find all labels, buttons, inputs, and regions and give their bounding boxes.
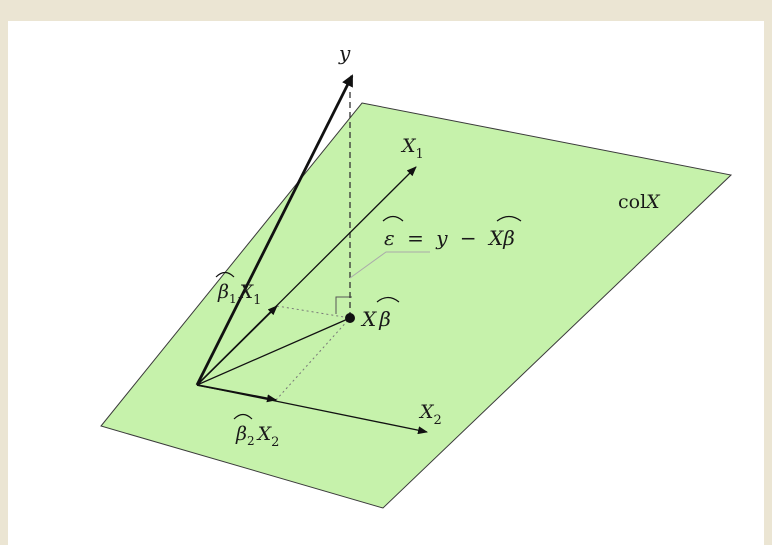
projection-guide-x1 — [276, 305, 351, 319]
svg-text:ε = y −: ε = y − Xβ — [384, 226, 515, 250]
fitted-point — [345, 313, 355, 323]
residual-equation: ε = y − Xβ — [382, 215, 522, 250]
beta2-hat — [233, 413, 253, 420]
y-vector — [195, 74, 354, 386]
residual-hat-beta — [496, 215, 522, 222]
fitted-hat — [376, 296, 400, 303]
svg-text:Xβ: Xβ — [360, 307, 391, 331]
residual-hat-epsilon — [382, 215, 404, 222]
x1-label: X1 — [400, 135, 424, 162]
plane-label: colX — [618, 191, 661, 213]
y-label: y — [338, 41, 351, 65]
residual-callout-line — [349, 251, 430, 279]
fitted-vector — [196, 317, 351, 386]
beta1-hat — [215, 271, 235, 278]
projection-guide-x2 — [275, 317, 351, 401]
column-space-plane — [100, 102, 733, 509]
beta2-x2-vector — [196, 384, 277, 403]
beta1-x1-vector — [196, 305, 278, 386]
right-angle-marker — [335, 296, 352, 314]
x2-label: X2 — [418, 401, 442, 428]
